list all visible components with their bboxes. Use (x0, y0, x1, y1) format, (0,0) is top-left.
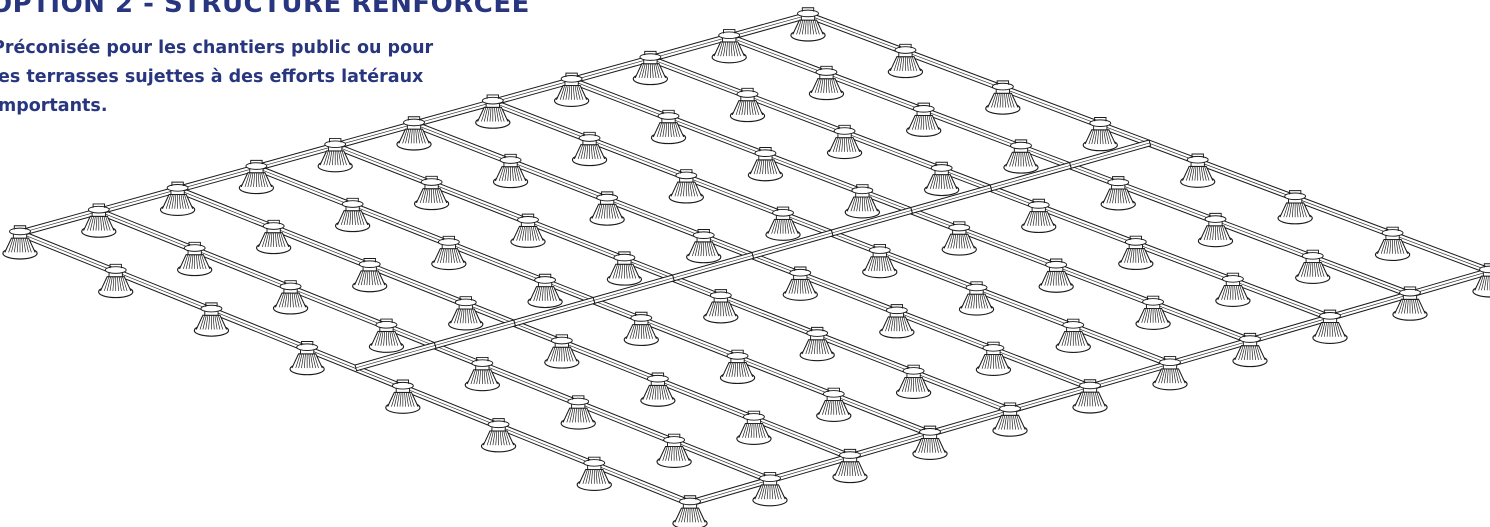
pedestal-icon (711, 29, 747, 64)
pedestal-icon (912, 425, 948, 460)
pedestal-icon (640, 372, 676, 407)
pedestal-icon (887, 43, 924, 79)
pedestal-icon (81, 203, 117, 238)
pedestal-icon (238, 159, 275, 195)
pedestal-icon (1374, 226, 1411, 261)
pedestal-icon (975, 341, 1012, 376)
pedestal-icon (606, 251, 643, 286)
pedestal-icon (736, 410, 772, 445)
pedestal-icon (544, 334, 580, 369)
pedestal-icon (1055, 318, 1091, 353)
pedestal-icon (1118, 235, 1154, 271)
pedestal-icon (672, 495, 708, 527)
pedestal-icon (862, 243, 898, 279)
description-line: Préconisée pour les chantiers public ou … (0, 38, 434, 58)
pedestal-icon (1197, 212, 1234, 248)
cross-rail (1068, 139, 1152, 169)
pedestal-icon (560, 395, 596, 430)
pedestal-icon (448, 296, 484, 331)
pedestal-icon (255, 219, 292, 255)
pedestal-icon (193, 302, 230, 337)
pedestal-icon (832, 448, 868, 484)
pedestal-icon (553, 72, 590, 107)
pedestal-icon (879, 304, 915, 339)
pedestal-icon (431, 235, 467, 271)
pedestal-icon (1003, 139, 1039, 174)
pedestal-icon (799, 326, 835, 362)
pedestal-icon (782, 266, 818, 301)
pedestal-icon (1021, 198, 1057, 234)
pedestal-icon (413, 175, 450, 211)
pedestal-icon (719, 349, 756, 385)
pedestal-icon (958, 281, 995, 316)
pedestal-icon (475, 94, 511, 129)
pedestal-icon (396, 116, 432, 151)
pedestal-icon (941, 221, 977, 256)
pedestal-icon (729, 87, 766, 123)
pedestal-icon (1135, 295, 1171, 330)
pedestal-icon (1152, 356, 1188, 391)
pedestal-icon (765, 206, 801, 241)
pedestal-icon (352, 258, 388, 293)
description-line: les terrasses sujettes à des efforts lat… (0, 67, 424, 87)
pedestal-icon (159, 181, 196, 216)
pedestal-icon (98, 263, 134, 299)
pedestal-icon (385, 379, 421, 414)
pedestal-icon (2, 225, 38, 260)
pedestal-icon (1180, 153, 1216, 188)
pedestal-icon (1295, 249, 1331, 284)
pedestal-icon (289, 340, 325, 376)
description-line: importants. (0, 96, 108, 116)
pedestal-icon (816, 387, 852, 422)
pedestal-icon (790, 7, 826, 42)
pedestal-icon (668, 169, 704, 204)
pedestal-icon (464, 356, 501, 392)
pedestal-icon (334, 197, 371, 233)
pedestal-icon (632, 50, 669, 86)
pedestal-icon (844, 184, 881, 219)
pedestal-icon (1215, 272, 1251, 307)
pedestal-icon (576, 456, 612, 491)
pedestal-icon (571, 131, 608, 167)
pedestal-icon (1392, 286, 1428, 321)
pedestal-icon (747, 147, 784, 182)
pedestal-icon (1277, 190, 1313, 225)
pedestal-icon (1038, 258, 1074, 293)
pedestal-icon (1232, 332, 1268, 368)
pedestal-icon (623, 311, 659, 347)
pedestal-icon (1100, 176, 1136, 211)
pedestal-icon (480, 418, 517, 453)
pedestal-icon (703, 289, 739, 324)
pedestal-icon (808, 65, 845, 101)
pedestal-icon (527, 273, 563, 309)
pedestal-icon (906, 102, 942, 137)
pedestal-icon (992, 402, 1028, 437)
page-title: OPTION 2 - STRUCTURE RENFORCÉE (0, 0, 530, 19)
pedestal-icon (752, 472, 788, 507)
pedestal-icon (985, 80, 1021, 115)
pedestal-icon (826, 124, 863, 160)
frame-rails (17, 11, 1490, 507)
pedestal-icon (177, 241, 213, 277)
pedestal-icon (895, 364, 932, 399)
pedestal-icon (510, 213, 546, 248)
description: Préconisée pour les chantiers public ou … (0, 34, 433, 121)
pedestal-icon (1082, 116, 1118, 152)
pedestal-icon (368, 318, 405, 353)
pedestal-icon (1472, 263, 1490, 298)
pedestal-icon (589, 191, 625, 226)
pedestals (2, 7, 1490, 527)
pedestal-icon (1072, 379, 1108, 414)
pedestal-icon (656, 433, 692, 468)
pedestal-icon (650, 109, 687, 145)
pedestal-icon (317, 138, 353, 173)
pedestal-icon (1312, 309, 1348, 344)
pedestal-icon (492, 153, 529, 189)
pedestal-icon (272, 280, 309, 315)
pedestal-icon (686, 228, 722, 264)
pedestal-icon (923, 161, 960, 197)
